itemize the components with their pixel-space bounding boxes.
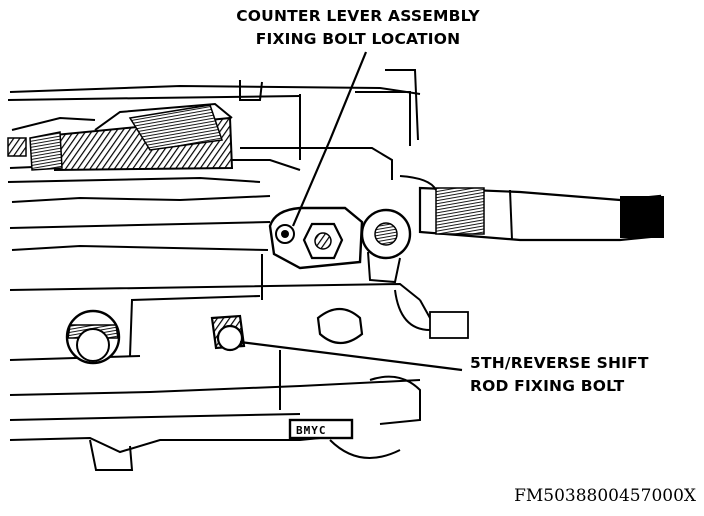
- output-shaft: [399, 175, 664, 242]
- callout-right-line1: 5TH/REVERSE SHIFT: [470, 354, 649, 372]
- gear-section: [7, 102, 234, 172]
- callout-shift-rod-bolt: 5TH/REVERSE SHIFT ROD FIXING BOLT: [470, 352, 649, 398]
- leader-shift-rod: [239, 340, 463, 372]
- figure-id: FM5038800457000X: [514, 486, 696, 506]
- callout-right-line2: ROD FIXING BOLT: [470, 377, 625, 395]
- callout-counter-lever-bolt: COUNTER LEVER ASSEMBLY FIXING BOLT LOCAT…: [182, 5, 534, 51]
- shift-rod-fixing-bolt: [210, 314, 246, 352]
- counter-lever-assembly: [268, 206, 412, 284]
- upper-housing: [7, 69, 421, 203]
- leader-lines: [239, 51, 463, 372]
- stamped-plate: [288, 418, 354, 440]
- case-plug: [316, 307, 364, 345]
- plate-stamp-text: BMYC: [296, 424, 327, 437]
- main-case: [9, 221, 469, 471]
- leader-counter-lever: [291, 51, 368, 227]
- callout-top-line2: FIXING BOLT LOCATION: [255, 30, 461, 48]
- case-bolt-left: [65, 309, 121, 365]
- callout-top-line1: COUNTER LEVER ASSEMBLY: [236, 7, 480, 25]
